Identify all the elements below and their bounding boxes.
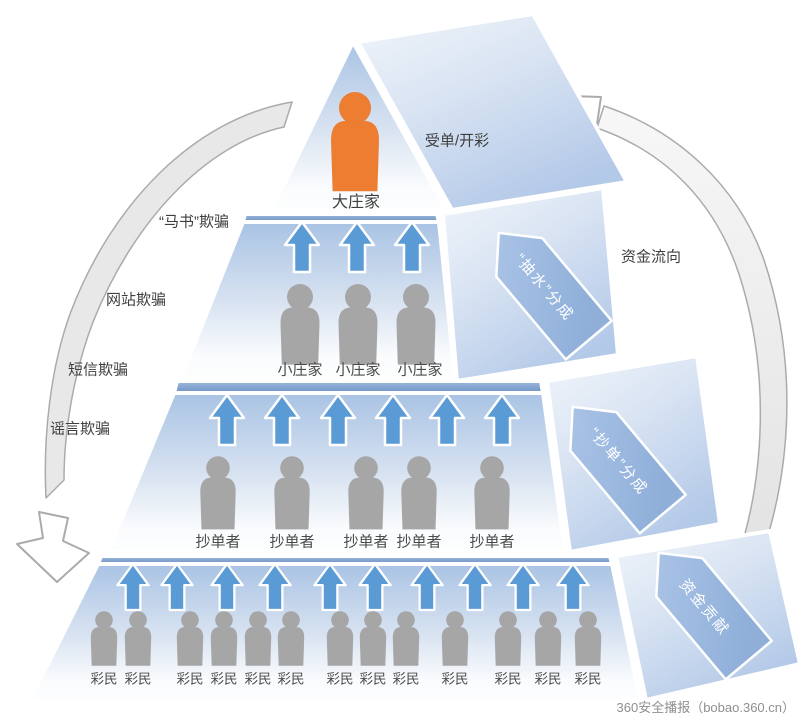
right-annotation-funds-flow: 资金流向: [620, 248, 682, 266]
tier4-label: 彩民: [90, 671, 118, 687]
tier3-label: 抄单者: [343, 533, 389, 551]
tier4-label: 彩民: [359, 671, 387, 687]
left-annotation-duanxin: 短信欺骗: [67, 361, 129, 379]
tier4-label: 彩民: [244, 671, 272, 687]
tier4-label: 彩民: [441, 671, 469, 687]
tier4-label: 彩民: [277, 671, 305, 687]
left-annotation-yaoyan: 谣言欺骗: [49, 420, 111, 438]
tier4-label: 彩民: [534, 671, 562, 687]
tier4-label: 彩民: [494, 671, 522, 687]
apex-side-label: 受单/开彩: [424, 132, 490, 150]
left-annotation-mashu: “马书”欺骗: [159, 213, 229, 231]
tier3-label: 抄单者: [396, 533, 442, 551]
tier4-label: 彩民: [392, 671, 420, 687]
curved-arrow-left: [16, 101, 293, 583]
tier4-label: 彩民: [574, 671, 602, 687]
tier1-apex: [269, 12, 629, 213]
tier1-side-face: [356, 12, 629, 212]
tier4-label: 彩民: [326, 671, 354, 687]
tier3-label: 抄单者: [269, 533, 315, 551]
tier2-up-arrows: [283, 220, 431, 274]
tier4-label: 彩民: [210, 671, 238, 687]
apex-person-label: 大庄家: [331, 194, 381, 211]
tier2-label: 小庄家: [277, 361, 323, 379]
tier2-label: 小庄家: [335, 361, 381, 379]
tier2-label: 小庄家: [397, 361, 443, 379]
left-annotation-wangzhan: 网站欺骗: [105, 291, 167, 309]
tier2-persons: [280, 284, 436, 365]
tier3-label: 抄单者: [195, 533, 241, 551]
tier4-label: 彩民: [176, 671, 204, 687]
watermark: 360安全播报（bobao.360.cn）: [616, 700, 795, 715]
tier3-label: 抄单者: [469, 533, 515, 551]
tier4-label: 彩民: [124, 671, 152, 687]
